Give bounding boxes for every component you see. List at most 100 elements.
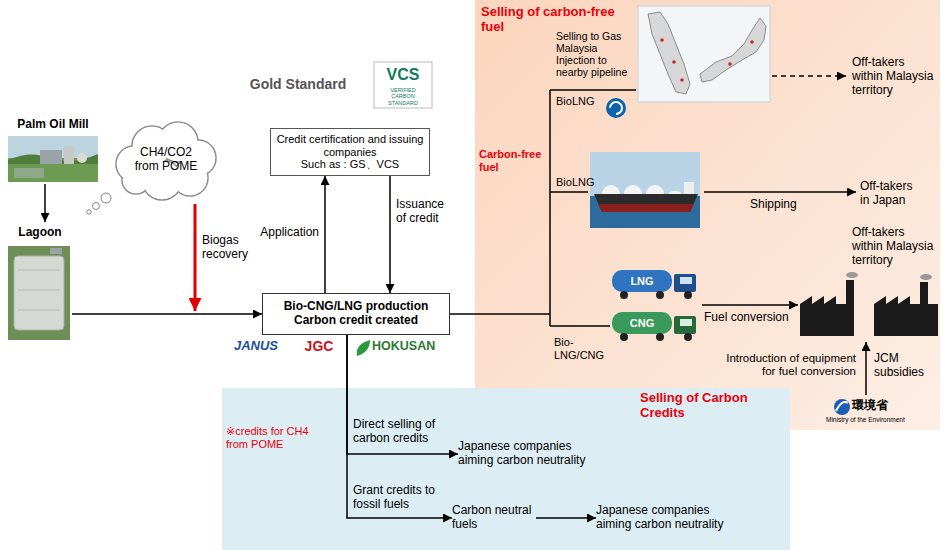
flow-arrow — [389, 176, 391, 293]
mill-photo — [8, 136, 98, 182]
logo-text: 環境省 — [852, 399, 902, 413]
lagoon-cover — [14, 256, 64, 330]
ship-tank — [668, 191, 682, 194]
gas-logo — [606, 98, 626, 118]
biogas-arrow — [194, 204, 197, 311]
factory-smoke — [920, 274, 932, 280]
ship-hull — [594, 194, 698, 212]
truck-cab — [674, 274, 696, 292]
factories — [800, 272, 938, 336]
flow-arrow — [704, 191, 856, 193]
map-dot — [750, 40, 754, 44]
flow-label: Carbon-free fuel — [479, 148, 545, 173]
logo-text: VCS — [376, 66, 430, 84]
flow-arrow — [772, 75, 846, 77]
photo-panel: Palm Oil Mill — [8, 118, 98, 184]
flow-line — [549, 90, 551, 326]
node-text: Selling of Carbon Credits — [640, 391, 762, 421]
photo-sky — [8, 136, 98, 182]
gas-logo — [610, 102, 622, 114]
flow-line — [550, 325, 610, 327]
truck-tank — [612, 312, 672, 334]
photo-tank — [77, 153, 87, 163]
logo-text: Ministry of the Environment — [826, 416, 938, 423]
photo-panel: Lagoon — [8, 222, 72, 342]
truck-wheel — [656, 333, 664, 341]
cloud-shape: CH4/CO2 from POME — [112, 118, 220, 202]
flow-label: BioLNG — [556, 95, 600, 108]
logo-text: JANUS — [222, 339, 290, 354]
map-dot — [728, 62, 732, 66]
ship-tank — [602, 185, 620, 194]
flow-label: Biogas recovery — [202, 234, 252, 262]
flow-arrow — [44, 184, 46, 222]
logo-frame — [374, 62, 432, 108]
note-label: Introduction of equipment for fuel conve… — [714, 352, 856, 378]
cover-crease — [18, 270, 60, 310]
bubble — [93, 203, 100, 210]
offtaker-label: Off-takers within Malaysia territory — [852, 56, 938, 97]
fuel-lines — [450, 76, 866, 395]
bubble — [101, 193, 111, 203]
photo-building — [40, 150, 62, 164]
node-text: Carbon credit created — [269, 314, 443, 328]
flow-line — [550, 89, 636, 91]
node-text: CH4/CO2 from POME — [127, 146, 205, 174]
factory-icon — [800, 280, 854, 336]
offtaker-label: Off-takers within Malaysia territory — [852, 226, 938, 267]
flow-label: Selling to Gas Malaysia Injection to nea… — [556, 30, 634, 78]
text-node: Japanese companies aiming carbon neutral… — [596, 504, 736, 532]
flow-label: BioLNG — [556, 176, 600, 189]
map-dot — [660, 38, 664, 42]
photo-building — [64, 146, 74, 164]
logo-text: Gold Standard — [246, 76, 350, 92]
flow-arrow — [702, 304, 798, 306]
flow-label: Bio-LNG/CNG — [554, 336, 608, 361]
flow-arrow — [347, 335, 458, 454]
node-text: Carbon neutral fuels — [452, 504, 536, 532]
truck-wheel — [620, 333, 628, 341]
edge-label: Grant credits to fossil fuels — [353, 484, 448, 512]
lng-truck — [612, 270, 696, 299]
flow-arrow — [536, 517, 596, 519]
ship-tank — [646, 185, 664, 194]
malaysia-map — [638, 6, 770, 102]
truck-cab — [674, 316, 696, 334]
flow-arrow — [865, 342, 867, 395]
ministry-logo — [834, 399, 850, 415]
edge-label: Direct selling of carbon credits — [353, 418, 448, 446]
node-text: Lagoon — [8, 226, 72, 240]
node-text: Bio-CNG/LNG production — [269, 300, 443, 314]
factory-smoke — [846, 272, 858, 278]
process-box: Bio-CNG/LNG productionCarbon credit crea… — [262, 293, 450, 335]
logo-leaf — [357, 340, 370, 356]
photo-pond — [14, 168, 44, 178]
process-box: Credit certification and issuing compani… — [270, 128, 430, 176]
node-text: Japanese companies aiming carbon neutral… — [596, 504, 736, 532]
flow-arrow — [324, 176, 326, 293]
flow-line — [450, 313, 550, 315]
truck-wheel — [656, 291, 664, 299]
truck-window — [680, 277, 692, 284]
flow-line — [550, 191, 588, 193]
edge-label: Application — [255, 226, 319, 240]
lagoon-photo — [8, 246, 70, 340]
map-land — [648, 12, 690, 94]
ship-bridge — [684, 182, 694, 194]
logo-text: JGC — [300, 338, 338, 354]
node-text: Palm Oil Mill — [8, 118, 98, 132]
note-label: JCM subsidies — [874, 352, 934, 380]
flow-arrow — [347, 335, 452, 518]
note-label: ※credits for CH4 from POME — [226, 425, 314, 450]
truck-window — [680, 319, 692, 326]
node-text: Credit certification and issuing compani… — [276, 133, 424, 158]
ship-sky — [590, 152, 700, 196]
flow-label: Fuel conversion — [704, 311, 796, 325]
lng-ship — [590, 152, 700, 228]
factory-icon — [874, 282, 938, 336]
truck-wheel — [620, 291, 628, 299]
